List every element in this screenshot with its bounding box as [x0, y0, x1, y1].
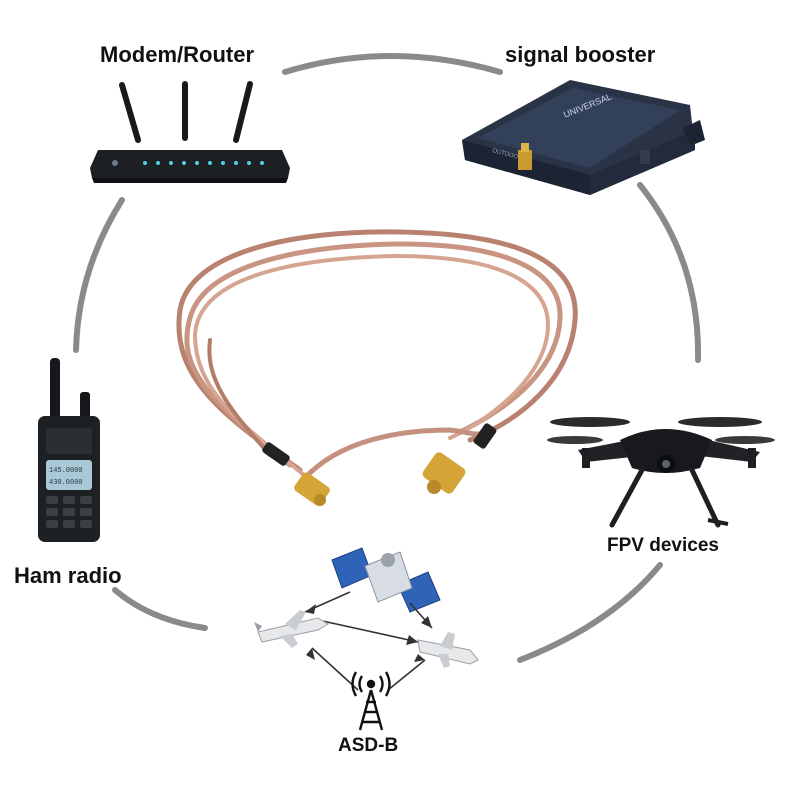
- adsb-label: ASD-B: [338, 735, 399, 756]
- ham-radio-label: Ham radio: [14, 563, 122, 588]
- radio-screen-line1: 145.0000: [49, 467, 83, 475]
- airplane-icon-left: [254, 610, 329, 648]
- radio-tower-icon: [351, 671, 391, 731]
- ring-arc-top: [282, 53, 503, 75]
- ring-arc-right-bottom: [517, 562, 663, 663]
- airplane-icon-right: [417, 632, 479, 668]
- ring-arc-right-top: [637, 182, 702, 363]
- ring-arc-left-bottom: [112, 587, 208, 631]
- satellite-icon: [331, 547, 441, 613]
- ring-arc-left-top: [73, 197, 125, 353]
- radio-screen-line2: 430.0000: [49, 479, 83, 487]
- fpv-devices-label: FPV devices: [607, 535, 719, 556]
- signal-booster-label: signal booster: [505, 42, 656, 67]
- router-label: Modem/Router: [100, 42, 254, 67]
